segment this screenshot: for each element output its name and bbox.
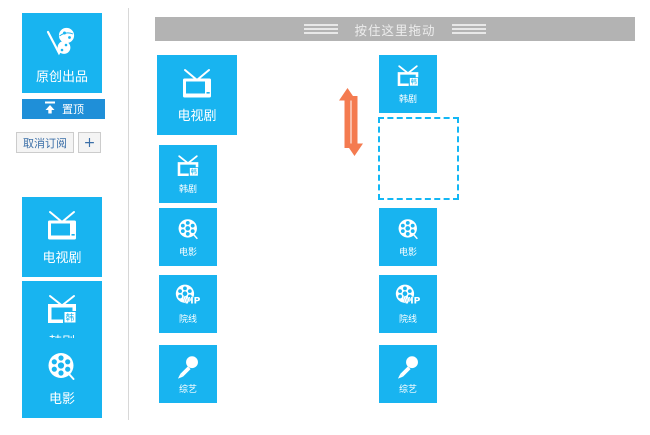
sidebar-item-label: 电影 [48, 392, 75, 407]
microphone-icon [175, 354, 202, 383]
film-reel-icon [175, 217, 202, 246]
grid-tile-label: 综艺 [398, 384, 417, 395]
up-down-arrow-icon [338, 88, 364, 156]
sidebar-item-tv[interactable]: 电视剧 [22, 197, 102, 277]
tv-icon [178, 67, 216, 105]
sidebar-item-movie[interactable]: 电影 [22, 338, 102, 418]
grid-tile-label: 院线 [178, 315, 197, 325]
pin-up-arrow-icon [43, 101, 57, 117]
tv-korean-icon: 韩 [174, 154, 202, 183]
grid-tile-cinema-vip[interactable]: VIP 院线 [379, 275, 437, 333]
sidebar-item-label: 电视剧 [42, 251, 82, 266]
unsubscribe-label: 取消订阅 [23, 136, 67, 150]
svg-text:韩: 韩 [411, 77, 417, 86]
grid-tile-label: 院线 [398, 315, 417, 325]
grid-tile-movie[interactable]: 电影 [159, 208, 217, 266]
grid-tile-variety[interactable]: 综艺 [379, 345, 437, 403]
tv-korean-icon: 韩 [43, 293, 81, 331]
sidebar-brand-label: 原创出品 [35, 70, 88, 85]
film-reel-vip-icon: VIP [172, 283, 204, 313]
pin-to-top-button[interactable]: 置顶 [22, 99, 105, 119]
grid-tile-variety[interactable]: 综艺 [159, 345, 217, 403]
grid-tile-label: 韩剧 [178, 184, 197, 195]
svg-text:韩: 韩 [191, 167, 197, 176]
tv-korean-icon: 韩 [394, 64, 422, 93]
drag-handle-label: 按住这里拖动 [354, 22, 436, 38]
film-reel-icon [395, 217, 422, 246]
grid-tile-label: 韩剧 [398, 94, 417, 105]
svg-text:VIP: VIP [403, 297, 420, 307]
grid-tile-korean-drama[interactable]: 韩 韩剧 [379, 55, 437, 113]
grid-tile-tv[interactable]: 电视剧 [157, 55, 237, 135]
grid-tile-label: 电影 [178, 247, 197, 258]
unsubscribe-button[interactable]: 取消订阅 [16, 132, 74, 153]
grid-tile-korean-drama[interactable]: 韩 韩剧 [159, 145, 217, 203]
add-label: + [83, 134, 96, 151]
drag-grip-icon [451, 24, 486, 34]
v-globe-logo-icon [42, 22, 82, 66]
sidebar-brand-tile[interactable]: 原创出品 [22, 13, 102, 93]
drag-handle-bar[interactable]: 按住这里拖动 [155, 17, 635, 41]
microphone-icon [395, 354, 422, 383]
drop-zone-placeholder[interactable] [378, 117, 459, 200]
drag-grip-icon [304, 24, 339, 34]
grid-tile-label: 综艺 [178, 384, 197, 395]
pin-to-top-label: 置顶 [62, 103, 84, 116]
film-reel-vip-icon: VIP [392, 283, 424, 313]
add-button[interactable]: + [78, 132, 101, 153]
film-reel-icon [44, 350, 80, 388]
svg-text:VIP: VIP [183, 297, 200, 307]
sidebar: 原创出品 置顶 取消订阅 + [0, 0, 128, 435]
tv-icon [43, 209, 81, 247]
grid-tile-cinema-vip[interactable]: VIP 院线 [159, 275, 217, 333]
grid-tile-label: 电视剧 [177, 109, 217, 124]
vertical-divider [128, 8, 129, 420]
svg-text:韩: 韩 [66, 312, 75, 323]
grid-tile-label: 电影 [398, 247, 417, 258]
grid-tile-movie[interactable]: 电影 [379, 208, 437, 266]
